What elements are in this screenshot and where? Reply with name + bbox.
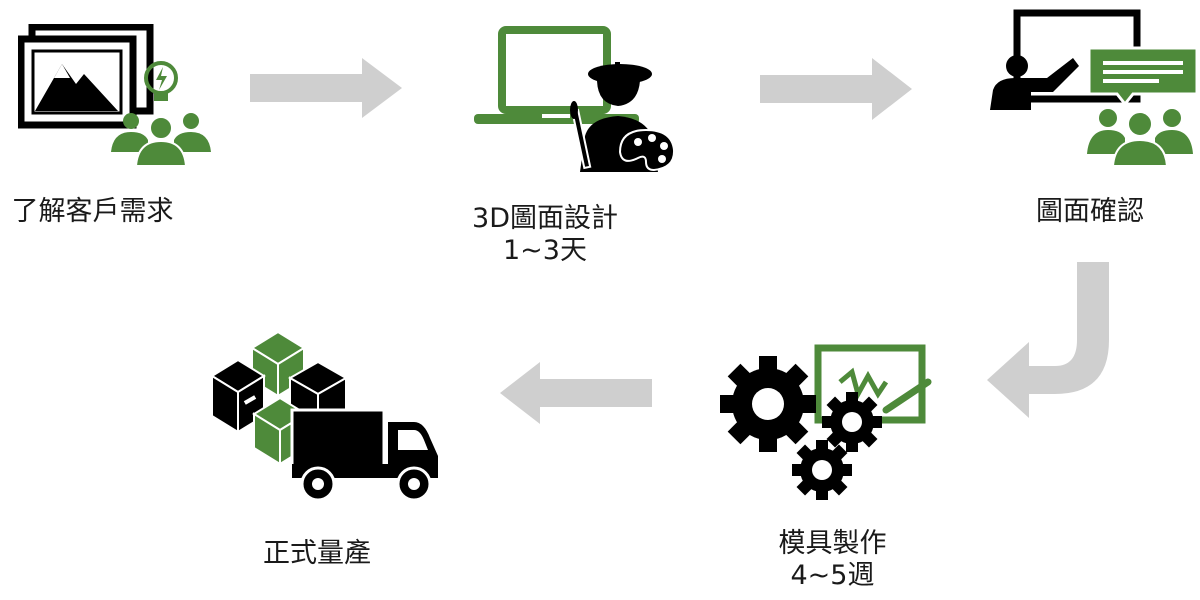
gears-board-icon (720, 344, 932, 500)
step-title: 圖面確認 (1036, 196, 1144, 227)
step-caption: 3D圖面設計 1~3天 (465, 203, 625, 267)
step-title: 了解客戶需求 (11, 196, 174, 227)
flow-arrow-down-left (987, 262, 1109, 418)
image-idea-group-icon (18, 24, 211, 167)
step-caption: 正式量產 (252, 538, 382, 570)
flow-arrow-right (760, 58, 912, 120)
step-duration: 1~3天 (503, 235, 587, 266)
step-caption: 了解客戶需求 (0, 196, 185, 228)
flow-arrow-left (500, 362, 652, 424)
step-caption: 模具製作 4~5週 (760, 528, 905, 592)
step-title: 3D圖面設計 (472, 203, 618, 234)
flow-arrow-right (250, 58, 402, 118)
step-duration: 4~5週 (790, 560, 875, 591)
step-title: 模具製作 (778, 528, 887, 559)
presentation-audience-icon (990, 9, 1197, 167)
step-title: 正式量產 (263, 538, 371, 569)
boxes-truck-icon (210, 330, 438, 502)
step-caption: 圖面確認 (1025, 196, 1155, 228)
laptop-painter-icon (474, 26, 676, 172)
